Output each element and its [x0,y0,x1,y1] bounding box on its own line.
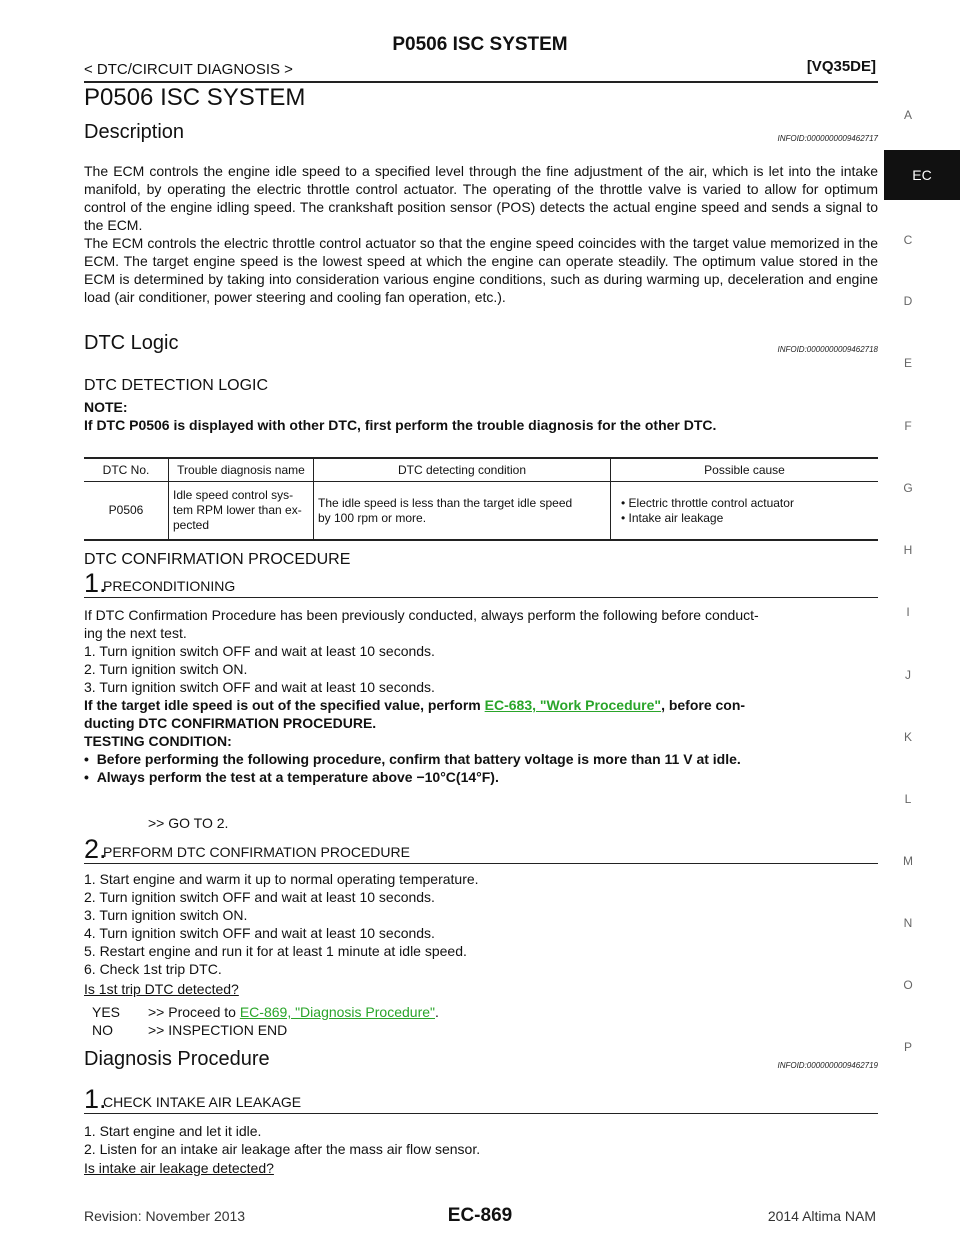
index-letter[interactable]: I [906,605,910,619]
dtc-logic-heading: DTC Logic [84,332,179,354]
work-procedure-instruction: If the target idle speed is out of the s… [84,696,878,714]
step-number: 1. [84,1084,107,1114]
bullet-icon: • [84,769,97,785]
model-text: 2014 Altima NAM [767,1208,876,1224]
instruction-text: ducting DTC CONFIRMATION PROCEDURE. [84,715,377,731]
note-block: NOTE: If DTC P0506 is displayed with oth… [84,398,878,434]
diagnosis-heading: Diagnosis Procedure [84,1048,270,1070]
step-line: 1. Start engine and let it idle. [84,1123,262,1139]
index-letter[interactable]: E [903,356,912,370]
table-row: P0506 Idle speed control sys- tem RPM lo… [84,481,878,541]
work-procedure-link[interactable]: EC-683, "Work Procedure" [484,697,662,713]
possible-cause-cell: • Electric throttle control actuator • I… [610,481,878,541]
description-infoid: INFOID:0000000009462717 [777,134,878,143]
step-line: 1. Start engine and warm it up to normal… [84,871,479,887]
table-header-row: DTC No. Trouble diagnosis name DTC detec… [84,457,878,482]
cell-line: pected [173,518,210,532]
index-letter[interactable]: A [903,108,912,122]
description-text: The ECM controls the engine idle speed t… [84,162,878,306]
page-number: EC-869 [447,1205,513,1226]
note-label: NOTE: [84,399,128,415]
index-letter[interactable]: G [903,481,913,495]
trouble-name-cell: Idle speed control sys- tem RPM lower th… [168,481,314,541]
no-answer: >> INSPECTION END [148,1022,288,1038]
step-2-question: Is 1st trip DTC detected? [84,981,239,997]
table-header: DTC No. [84,457,169,482]
diag-step-1-body: 1. Start engine and let it idle. 2. List… [84,1122,878,1158]
table-header: Possible cause [610,457,878,482]
step-line: If DTC Confirmation Procedure has been p… [84,607,759,623]
header-title: P0506 ISC SYSTEM [392,34,568,55]
step-number: 1. [84,568,107,598]
header-divider [84,81,878,83]
description-para-2: The ECM controls the electric throttle c… [84,235,878,305]
testing-bullet: • Before performing the following proced… [84,751,741,767]
step-line: 2. Turn ignition switch ON. [84,661,248,677]
cell-line: The idle speed is less than the target i… [318,495,573,510]
table-header: Trouble diagnosis name [168,457,314,482]
cause-item: • Electric throttle control actuator [621,495,794,510]
revision-text: Revision: November 2013 [84,1208,246,1224]
step-header-1: 1. PRECONDITIONING [84,568,878,598]
step-line: ing the next test. [84,625,187,641]
page-title: P0506 ISC SYSTEM [84,84,306,111]
index-letter[interactable]: D [903,294,913,308]
step-line: 2. Turn ignition switch OFF and wait at … [84,889,435,905]
description-para-1: The ECM controls the engine idle speed t… [84,163,878,233]
step-line: 1. Turn ignition switch OFF and wait at … [84,643,435,659]
engine-label: [VQ35DE] [806,58,876,75]
dtc-table: DTC No. Trouble diagnosis name DTC detec… [84,457,878,541]
cause-item: • Intake air leakage [621,510,724,525]
no-label: NO [92,1022,113,1038]
step-line: 3. Turn ignition switch OFF and wait at … [84,679,435,695]
index-tab-active[interactable]: EC [884,150,960,200]
step-header-2: 2. PERFORM DTC CONFIRMATION PROCEDURE [84,834,878,864]
dtc-logic-infoid: INFOID:0000000009462718 [777,345,878,354]
diag-step-header-1: 1. CHECK INTAKE AIR LEAKAGE [84,1084,878,1114]
step-title: PERFORM DTC CONFIRMATION PROCEDURE [103,844,410,860]
step-line: 2. Listen for an intake air leakage afte… [84,1141,481,1157]
cell-line: Idle speed control sys- [173,488,294,502]
index-letter[interactable]: N [903,916,913,930]
index-letter[interactable]: M [903,854,913,868]
description-heading: Description [84,121,185,143]
yes-label: YES [92,1004,121,1020]
index-letter[interactable]: P [903,1040,912,1054]
step-line: 3. Turn ignition switch ON. [84,907,248,923]
note-text: If DTC P0506 is displayed with other DTC… [84,417,717,433]
confirmation-heading: DTC CONFIRMATION PROCEDURE [84,551,351,568]
yes-answer: >> Proceed to EC-869, "Diagnosis Procedu… [148,1004,439,1020]
index-letter[interactable]: F [904,419,912,433]
index-letter[interactable]: H [903,543,913,557]
index-letter[interactable]: J [905,668,911,682]
step-line: 4. Turn ignition switch OFF and wait at … [84,925,435,941]
cell-line: by 100 rpm or more. [318,510,427,525]
step-1-body: If DTC Confirmation Procedure has been p… [84,606,878,786]
diagnosis-infoid: INFOID:0000000009462719 [777,1061,878,1070]
step-2-body: 1. Start engine and warm it up to normal… [84,870,878,978]
diag-question: Is intake air leakage detected? [84,1160,274,1176]
bullet-icon: • [84,751,97,767]
index-letter[interactable]: C [903,233,913,247]
instruction-text: If the target idle speed is out of the s… [84,697,485,713]
step-title: PRECONDITIONING [103,578,236,594]
goto-step-2: >> GO TO 2. [148,815,229,831]
detecting-condition-cell: The idle speed is less than the target i… [313,481,611,541]
index-letter[interactable]: O [903,978,913,992]
index-letter[interactable]: K [903,730,912,744]
step-line: 6. Check 1st trip DTC. [84,961,222,977]
index-letter[interactable]: L [904,792,912,806]
breadcrumb: < DTC/CIRCUIT DIAGNOSIS > [84,61,293,78]
dtc-number-cell: P0506 [84,481,169,541]
testing-condition-label: TESTING CONDITION: [84,733,232,749]
testing-bullet: • Always perform the test at a temperatu… [84,769,499,785]
cell-line: tem RPM lower than ex- [173,503,302,517]
step-number: 2. [84,834,107,864]
step-title: CHECK INTAKE AIR LEAKAGE [103,1094,302,1110]
instruction-text: , before con- [661,697,746,713]
dtc-detection-logic-heading: DTC DETECTION LOGIC [84,377,269,394]
table-header: DTC detecting condition [313,457,611,482]
step-line: 5. Restart engine and run it for at leas… [84,943,467,959]
diagnosis-procedure-link[interactable]: EC-869, "Diagnosis Procedure" [239,1004,435,1020]
